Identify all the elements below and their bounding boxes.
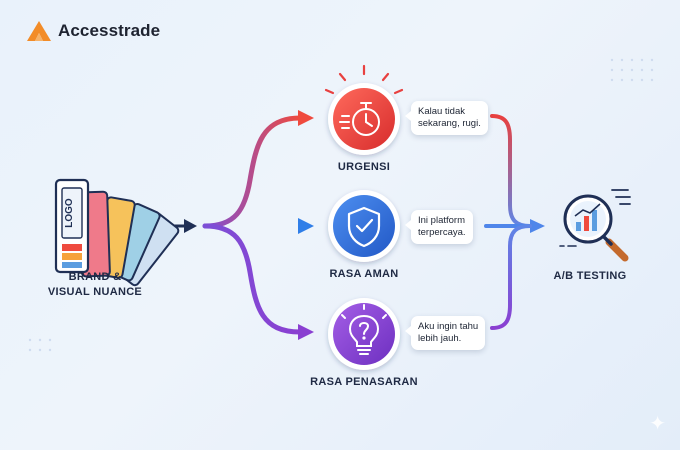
brand-logo: Accesstrade: [26, 20, 160, 42]
source-label-line1: BRAND &: [68, 271, 122, 283]
swatch-logo-text: LOGO: [64, 198, 75, 228]
lightbulb-question-icon: [341, 304, 387, 355]
color-palette-icon: LOGO: [54, 178, 180, 287]
rasa-penasaran-bubble: Aku ingin tahu lebih jauh.: [404, 316, 486, 350]
ab-testing-label: A/B TESTING: [553, 270, 627, 282]
brand-name: Accesstrade: [58, 21, 161, 40]
speed-lines: [611, 189, 631, 205]
urgensi-node: [324, 64, 404, 155]
urgensi-bubble-line1: Kalau tidak: [418, 106, 466, 117]
rasa-aman-bubble-line2: terpercaya.: [418, 227, 466, 238]
magnifier-chart-icon: [559, 189, 631, 262]
source-label-line2: VISUAL NUANCE: [47, 286, 143, 298]
flow-merge-rasa-penasaran: [490, 224, 532, 330]
rasa-penasaran-label: RASA PENASARAN: [310, 376, 418, 388]
stopwatch-icon: [339, 102, 380, 136]
urgensi-label: URGENSI: [337, 161, 391, 173]
urgensi-bubble-line2: sekarang, rugi.: [418, 118, 481, 129]
accesstrade-logo-icon: [27, 21, 51, 41]
urgensi-bubble: Kalau tidak sekarang, rugi.: [405, 101, 488, 135]
rasa-penasaran-bubble-line1: Aku ingin tahu: [418, 321, 479, 332]
rasa-aman-bubble-line1: Ini platform: [418, 215, 465, 226]
sparkle-icon: ✦: [649, 413, 666, 435]
flow-merge-urgensi: [490, 114, 532, 228]
source-label: BRAND & VISUAL NUANCE: [40, 270, 150, 300]
rasa-aman-label: RASA AMAN: [329, 268, 399, 280]
rasa-aman-bubble: Ini platform terpercaya.: [405, 210, 473, 244]
urgency-rays: [324, 64, 404, 95]
background-dots: [28, 58, 654, 352]
flow-to-rasa-penasaran: [202, 223, 314, 340]
rasa-aman-node: [328, 190, 400, 262]
flow-to-urgensi: [202, 110, 314, 229]
rasa-penasaran-bubble-line2: lebih jauh.: [418, 333, 462, 344]
shield-check-icon: [347, 206, 381, 248]
